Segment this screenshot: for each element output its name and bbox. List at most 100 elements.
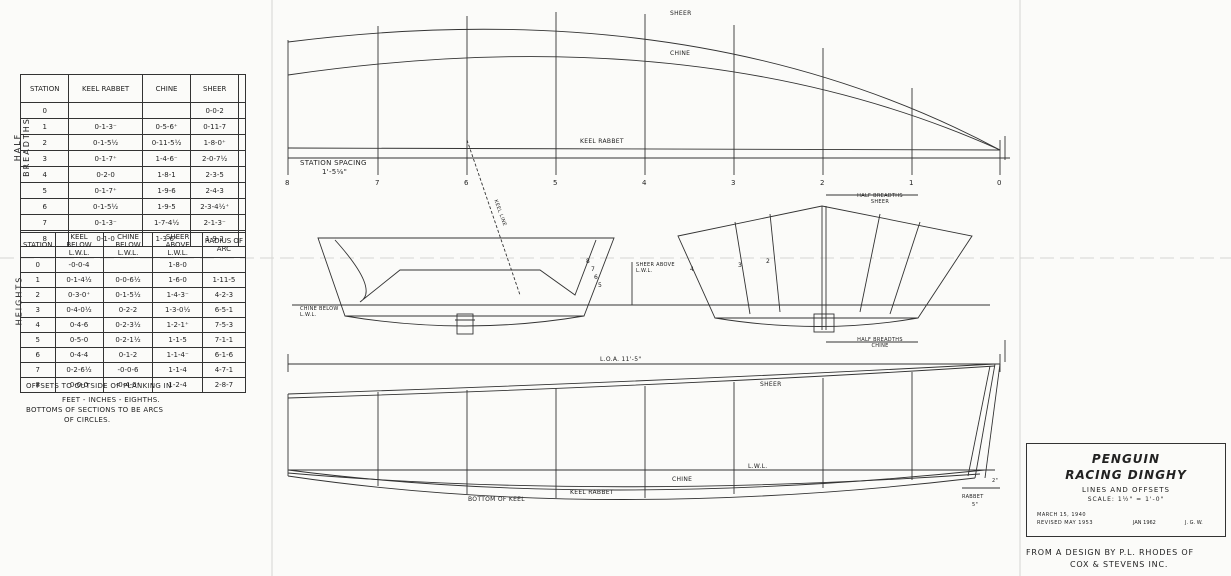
header-cell: STATION bbox=[20, 232, 56, 258]
profile-bottom-of-keel bbox=[287, 475, 976, 500]
cell: 2-8-7 bbox=[201, 377, 247, 393]
aft-station-label: 8 bbox=[586, 258, 591, 265]
aft-station-label: 6 bbox=[594, 274, 599, 281]
cell: 0-3-0⁺ bbox=[54, 287, 104, 303]
cell: 0-5-6⁺ bbox=[141, 118, 192, 135]
subtitle: LINES AND OFFSETS bbox=[1082, 486, 1170, 494]
cell: 4-2-3 bbox=[201, 287, 247, 303]
cell: 1-9-5 bbox=[141, 198, 192, 215]
cell: 1-8-0 bbox=[152, 257, 203, 273]
station-number: 3 bbox=[731, 179, 736, 187]
cell bbox=[102, 257, 154, 273]
header-cell: CHINE BELOW L.W.L. bbox=[102, 232, 154, 258]
note-line: OF CIRCLES. bbox=[64, 416, 111, 424]
station-number: 4 bbox=[642, 179, 647, 187]
profile-chine-label: CHINE bbox=[672, 476, 693, 483]
cell: 0-1-7⁺ bbox=[68, 150, 143, 167]
plan-keel-rabbet-label: KEEL RABBET bbox=[580, 138, 624, 145]
cell: 0-2-3½ bbox=[102, 317, 154, 333]
cell: 1-3-0½ bbox=[152, 302, 203, 318]
cell: 6 bbox=[19, 198, 70, 215]
cell: 0-1-3⁻ bbox=[68, 118, 143, 135]
cell: 0-2-2 bbox=[102, 302, 154, 318]
chine-below-lwl-label: CHINE BELOW L.W.L. bbox=[300, 306, 339, 318]
cell: 7 bbox=[20, 362, 56, 378]
plan-chine-label: CHINE bbox=[670, 50, 691, 57]
cell bbox=[68, 102, 143, 119]
cell: 1-6-0 bbox=[152, 272, 203, 288]
cell: -0-4-0⁺ bbox=[102, 377, 154, 393]
cell: 0-2-0 bbox=[68, 166, 143, 183]
half-breadths-sheer-label: HALF BREADTHS SHEER bbox=[857, 193, 903, 205]
cell: 1-8-0⁺ bbox=[190, 134, 239, 151]
fwd-station-label: 3 bbox=[738, 262, 743, 269]
cell: 0-0-2 bbox=[190, 102, 239, 119]
cell: 3 bbox=[19, 150, 70, 167]
cell: 0-5-0 bbox=[54, 332, 104, 348]
station-number: 5 bbox=[553, 179, 558, 187]
cell: 0-1-5½ bbox=[68, 134, 143, 151]
aft-station-label: 7 bbox=[591, 266, 596, 273]
header-cell: RADIUS OF ARC bbox=[201, 232, 247, 258]
cell bbox=[201, 257, 247, 273]
cell: 1 bbox=[20, 272, 56, 288]
note-line: OFFSETS TO OUTSIDE OF PLANKING IN bbox=[26, 382, 172, 390]
profile-keel-rabbet bbox=[287, 472, 981, 488]
header-cell: KEEL RABBET bbox=[68, 74, 143, 103]
profile-lwl-label: L.W.L. bbox=[748, 463, 768, 470]
station-spacing-value: 1'-5⅛" bbox=[322, 168, 348, 176]
cell: 1-7-4½ bbox=[141, 214, 192, 231]
rabbet-dim: 5" bbox=[972, 502, 979, 508]
header-cell: SHEER bbox=[190, 74, 239, 103]
cell: 0-11-5½ bbox=[141, 134, 192, 151]
heights-table: STATION KEEL BELOW L.W.L. CHINE BELOW L.… bbox=[20, 232, 247, 393]
header-cell: STATION bbox=[19, 74, 70, 103]
cell: 1-2-1⁺ bbox=[152, 317, 203, 333]
cell: 1-1-4⁻ bbox=[152, 347, 203, 363]
header-cell: CHINE bbox=[141, 74, 192, 103]
cell: 2-3-4½⁺ bbox=[190, 198, 239, 215]
title-line-2: RACING DINGHY bbox=[1065, 468, 1187, 482]
cell: 7 bbox=[19, 214, 70, 231]
cell: 4 bbox=[19, 166, 70, 183]
station-number: 2 bbox=[820, 179, 825, 187]
cell: 1-9-6 bbox=[141, 182, 192, 199]
date-2: REVISED MAY 1953 bbox=[1037, 520, 1094, 526]
cell: 1-1-4 bbox=[152, 362, 203, 378]
station-spacing-label: STATION SPACING bbox=[300, 159, 367, 167]
cell: 4-7-1 bbox=[201, 362, 247, 378]
cell: 0-1-2 bbox=[102, 347, 154, 363]
cell: 0-1-7⁺ bbox=[68, 182, 143, 199]
station-number: 7 bbox=[375, 179, 380, 187]
date-3: JAN 1962 bbox=[1133, 520, 1156, 526]
body-plan-fwd bbox=[677, 205, 973, 319]
cell: 3 bbox=[20, 302, 56, 318]
cell: 0-11-7 bbox=[190, 118, 239, 135]
profile-sheer-label: SHEER bbox=[760, 381, 782, 388]
cell: 2 bbox=[19, 134, 70, 151]
cell: 0-4-4 bbox=[54, 347, 104, 363]
plan-sheer-line bbox=[287, 28, 1001, 151]
fwd-station-label: 2 bbox=[766, 258, 771, 265]
initials: J. G. W. bbox=[1185, 520, 1203, 526]
header-cell: KEEL BELOW L.W.L. bbox=[54, 232, 104, 258]
cell: 7-5-3 bbox=[201, 317, 247, 333]
cell: 1-4-6⁻ bbox=[141, 150, 192, 167]
note-line: FEET - INCHES - EIGHTHS. bbox=[62, 396, 161, 404]
half-breadths-chine-label: HALF BREADTHS CHINE bbox=[857, 337, 903, 349]
cell: 1 bbox=[19, 118, 70, 135]
cell: 0-0-6½ bbox=[102, 272, 154, 288]
cell: 0-0-0 bbox=[54, 377, 104, 393]
